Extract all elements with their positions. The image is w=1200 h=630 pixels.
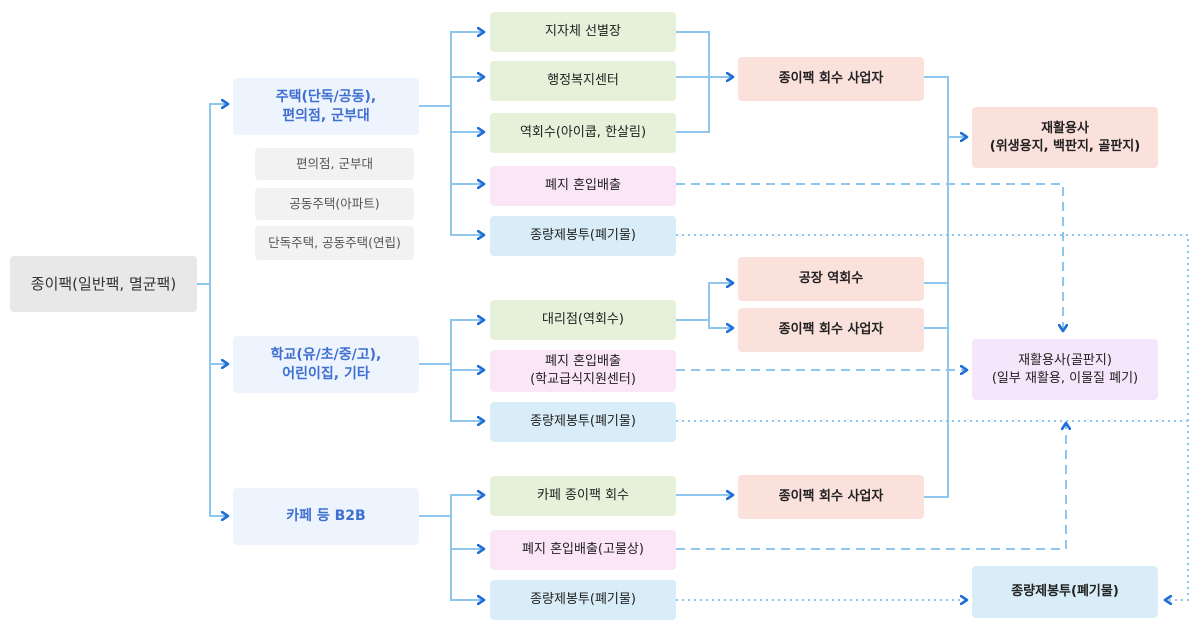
collector-2: 종이팩 회수 사업자 — [738, 308, 924, 352]
collector-1: 종이팩 회수 사업자 — [738, 57, 924, 101]
category-housing: 주택(단독/공동), 편의점, 군부대 — [233, 78, 419, 135]
channel-local-gov: 지자체 선별장 — [490, 12, 676, 52]
housing-example-2: 공동주택(아파트) — [255, 188, 414, 220]
recycler-high: 재활용사 (위생용지, 백판지, 골판지) — [972, 107, 1158, 168]
channel-school-mixed: 폐지 혼입배출 (학교급식지원센터) — [490, 350, 676, 392]
waste-bag: 종량제봉투(폐기물) — [972, 566, 1158, 618]
channel-reverse: 역회수(아이쿱, 한살림) — [490, 113, 676, 153]
channel-housing-mixed: 폐지 혼입배출 — [490, 166, 676, 206]
category-cafe: 카페 등 B2B — [233, 488, 419, 545]
housing-example-1: 편의점, 군부대 — [255, 148, 414, 180]
channel-housing-bag: 종량제봉투(폐기물) — [490, 216, 676, 256]
channel-school-bag: 종량제봉투(폐기물) — [490, 402, 676, 442]
channel-cafe-collect: 카페 종이팩 회수 — [490, 476, 676, 516]
root-node: 종이팩(일반팩, 멸균팩) — [10, 256, 197, 312]
channel-admin-center: 행정복지센터 — [490, 61, 676, 101]
channel-cafe-bag: 종량제봉투(폐기물) — [490, 580, 676, 620]
channel-cafe-mixed: 폐지 혼입배출(고물상) — [490, 530, 676, 570]
factory-reverse: 공장 역회수 — [738, 257, 924, 301]
channel-store: 대리점(역회수) — [490, 300, 676, 340]
recycler-low: 재활용사(골판지) (일부 재활용, 이물질 폐기) — [972, 339, 1158, 400]
category-school: 학교(유/초/중/고), 어린이집, 기타 — [233, 336, 419, 393]
housing-example-3: 단독주택, 공동주택(연립) — [255, 226, 414, 260]
collector-3: 종이팩 회수 사업자 — [738, 475, 924, 519]
